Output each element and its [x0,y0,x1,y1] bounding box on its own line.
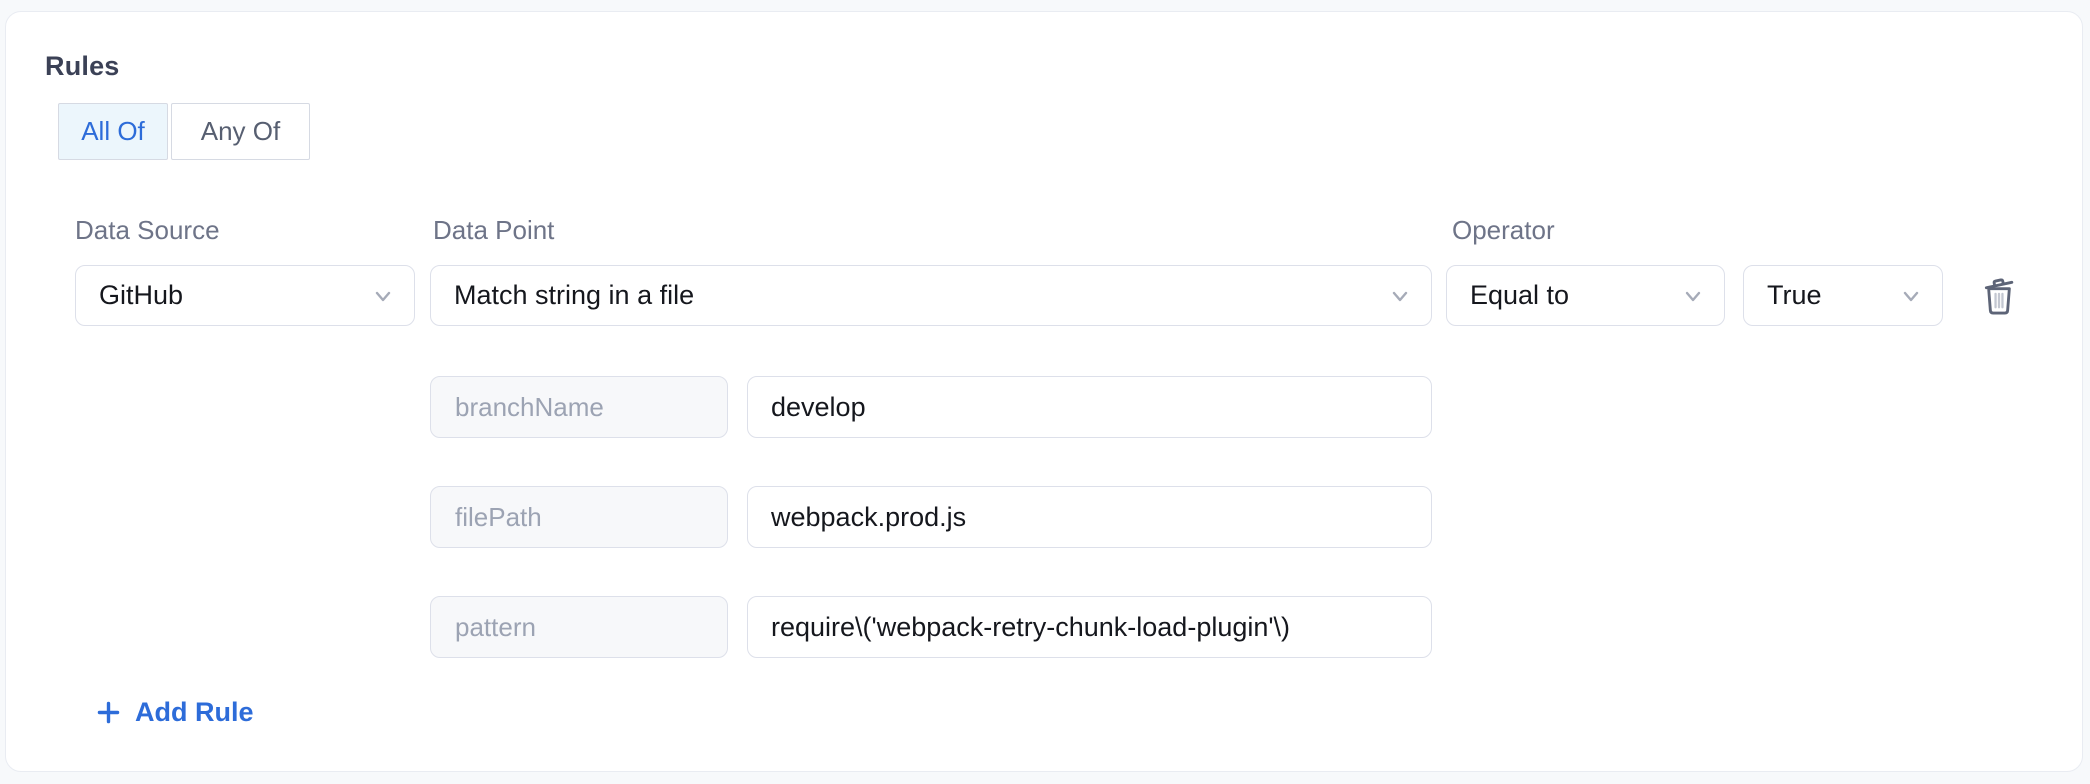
data-point-select[interactable]: Match string in a file [430,265,1432,326]
param-value-input-pattern[interactable] [747,596,1432,658]
param-key-branch-name: branchName [430,376,728,438]
rules-title: Rules [45,51,120,81]
match-mode-toggle: All Of Any Of [58,103,310,160]
param-key-pattern: pattern [430,596,728,658]
add-rule-button[interactable]: Add Rule [90,693,258,732]
data-source-select[interactable]: GitHub [75,265,415,326]
param-value-input-branch-name[interactable] [747,376,1432,438]
param-value-input-file-path[interactable] [747,486,1432,548]
comparison-value: True [1767,280,1822,310]
plus-icon [97,701,120,724]
data-source-label: Data Source [75,215,220,245]
operator-select[interactable]: Equal to [1446,265,1725,326]
add-rule-label: Add Rule [135,697,254,727]
chevron-down-icon [1903,291,1919,301]
data-source-value: GitHub [99,280,184,310]
delete-rule-button[interactable] [1976,271,2022,319]
chevron-down-icon [375,291,391,301]
operator-value: Equal to [1470,280,1570,310]
data-point-label: Data Point [433,215,555,245]
comparison-value-select[interactable]: True [1743,265,1943,326]
toggle-all-of[interactable]: All Of [58,103,168,160]
chevron-down-icon [1685,291,1701,301]
param-key-file-path: filePath [430,486,728,548]
trash-icon [1984,278,2014,315]
operator-label: Operator [1452,215,1555,245]
chevron-down-icon [1392,291,1408,301]
data-point-value: Match string in a file [454,280,695,310]
toggle-any-of[interactable]: Any Of [171,103,310,160]
